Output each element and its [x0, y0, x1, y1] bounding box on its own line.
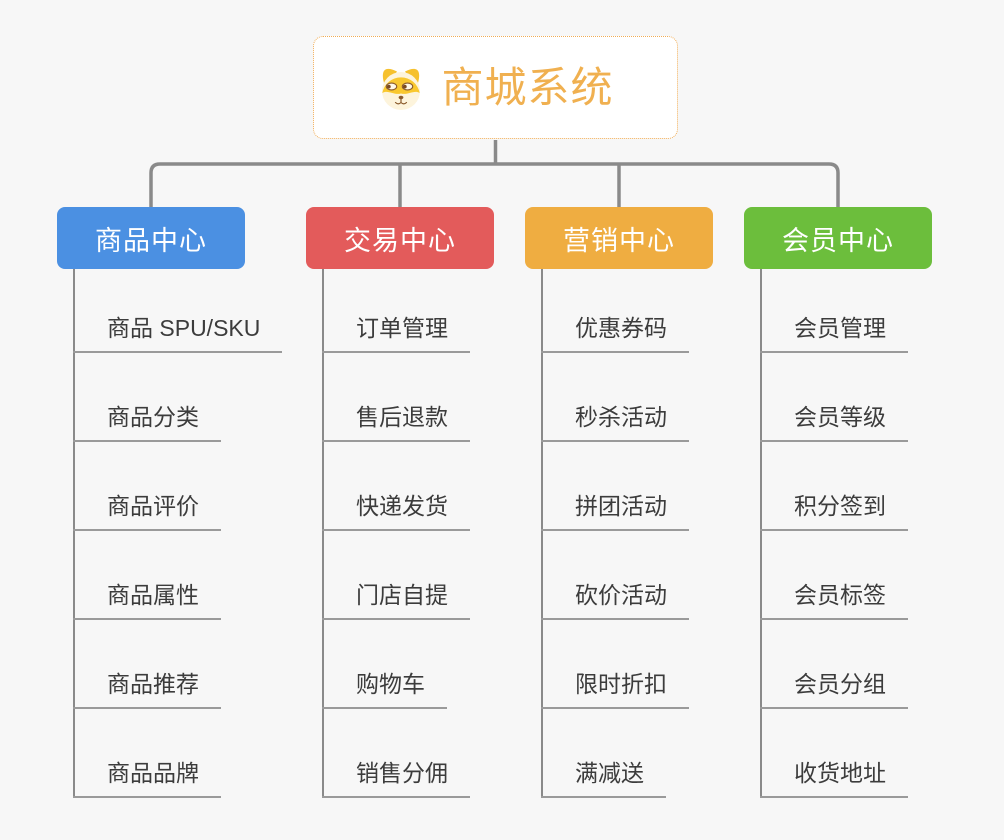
branch-node-trade[interactable]: 交易中心 — [306, 207, 494, 269]
leaf-label: 销售分佣 — [322, 759, 470, 798]
root-title: 商城系统 — [441, 63, 614, 111]
leaf-label: 会员标签 — [760, 581, 908, 620]
leaf-node[interactable]: 会员等级 — [760, 353, 984, 442]
leaf-label: 商品分类 — [73, 403, 221, 442]
leaf-label: 满减送 — [541, 759, 666, 798]
leaf-label: 售后退款 — [322, 403, 470, 442]
leaf-label: 订单管理 — [322, 314, 470, 353]
branch-children-product: 商品 SPU/SKU 商品分类 商品评价 商品属性 商品推荐 商品品牌 — [73, 269, 297, 798]
dog-face-icon — [382, 68, 421, 110]
branch-column-marketing: 营销中心 优惠券码 秒杀活动 拼团活动 砍价活动 限时折扣 满减送 — [525, 207, 765, 798]
leaf-label: 砍价活动 — [541, 581, 689, 620]
leaf-label: 积分签到 — [760, 492, 908, 531]
leaf-node[interactable]: 商品分类 — [73, 353, 297, 442]
leaf-node[interactable]: 秒杀活动 — [541, 353, 765, 442]
branch-children-trade: 订单管理 售后退款 快递发货 门店自提 购物车 销售分佣 — [322, 269, 546, 798]
leaf-label: 优惠券码 — [541, 314, 689, 353]
leaf-node[interactable]: 商品属性 — [73, 531, 297, 620]
leaf-node[interactable]: 商品品牌 — [73, 709, 297, 798]
leaf-node[interactable]: 会员分组 — [760, 620, 984, 709]
branch-node-product[interactable]: 商品中心 — [57, 207, 245, 269]
leaf-node[interactable]: 快递发货 — [322, 442, 546, 531]
leaf-node[interactable]: 商品推荐 — [73, 620, 297, 709]
leaf-node[interactable]: 限时折扣 — [541, 620, 765, 709]
leaf-label: 会员管理 — [760, 314, 908, 353]
leaf-node[interactable]: 售后退款 — [322, 353, 546, 442]
branch-column-member: 会员中心 会员管理 会员等级 积分签到 会员标签 会员分组 收货地址 — [744, 207, 984, 798]
leaf-node[interactable]: 积分签到 — [760, 442, 984, 531]
leaf-node[interactable]: 拼团活动 — [541, 442, 765, 531]
branch-column-product: 商品中心 商品 SPU/SKU 商品分类 商品评价 商品属性 商品推荐 商品品牌 — [57, 207, 297, 798]
branch-column-trade: 交易中心 订单管理 售后退款 快递发货 门店自提 购物车 销售分佣 — [306, 207, 546, 798]
leaf-label: 商品品牌 — [73, 759, 221, 798]
leaf-label: 购物车 — [322, 670, 447, 709]
leaf-node[interactable]: 商品评价 — [73, 442, 297, 531]
leaf-node[interactable]: 优惠券码 — [541, 269, 765, 353]
branch-children-member: 会员管理 会员等级 积分签到 会员标签 会员分组 收货地址 — [760, 269, 984, 798]
leaf-label: 收货地址 — [760, 759, 908, 798]
leaf-node[interactable]: 收货地址 — [760, 709, 984, 798]
leaf-node[interactable]: 订单管理 — [322, 269, 546, 353]
leaf-label: 门店自提 — [322, 581, 470, 620]
leaf-node[interactable]: 满减送 — [541, 709, 765, 798]
leaf-label: 商品推荐 — [73, 670, 221, 709]
leaf-label: 商品属性 — [73, 581, 221, 620]
branch-node-marketing[interactable]: 营销中心 — [525, 207, 713, 269]
root-node[interactable]: 商城系统 — [313, 36, 678, 139]
rail-line — [149, 162, 840, 207]
leaf-node[interactable]: 购物车 — [322, 620, 546, 709]
leaf-node[interactable]: 会员管理 — [760, 269, 984, 353]
leaf-label: 限时折扣 — [541, 670, 689, 709]
leaf-label: 快递发货 — [322, 492, 470, 531]
leaf-node[interactable]: 销售分佣 — [322, 709, 546, 798]
leaf-label: 秒杀活动 — [541, 403, 689, 442]
leaf-node[interactable]: 门店自提 — [322, 531, 546, 620]
branch-children-marketing: 优惠券码 秒杀活动 拼团活动 砍价活动 限时折扣 满减送 — [541, 269, 765, 798]
leaf-node[interactable]: 会员标签 — [760, 531, 984, 620]
leaf-label: 拼团活动 — [541, 492, 689, 531]
leaf-node[interactable]: 商品 SPU/SKU — [73, 269, 297, 353]
leaf-node[interactable]: 砍价活动 — [541, 531, 765, 620]
leaf-label: 商品 SPU/SKU — [73, 314, 283, 353]
leaf-label: 会员分组 — [760, 670, 908, 709]
leaf-label: 会员等级 — [760, 403, 908, 442]
leaf-label: 商品评价 — [73, 492, 221, 531]
branch-node-member[interactable]: 会员中心 — [744, 207, 932, 269]
